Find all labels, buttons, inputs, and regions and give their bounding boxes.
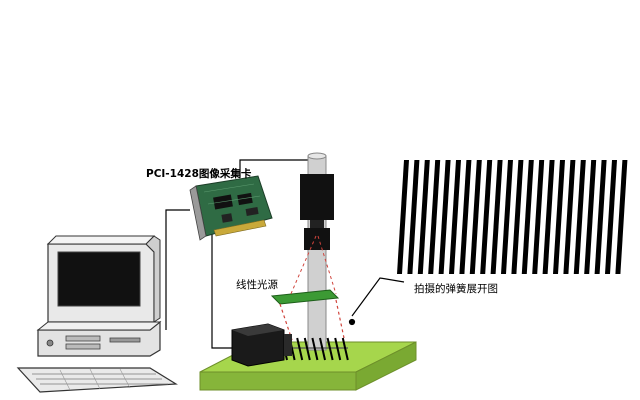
camera-icon bbox=[300, 174, 334, 250]
spring-image-stripe bbox=[532, 160, 545, 274]
spring-coil bbox=[311, 337, 319, 361]
spring-image-stripe bbox=[417, 160, 430, 274]
spring-image-stripe bbox=[573, 160, 586, 274]
line-light-icon bbox=[270, 235, 345, 341]
spring-image-stripe bbox=[553, 160, 565, 274]
spring-image-stripe bbox=[615, 160, 628, 274]
capture-card-icon bbox=[189, 175, 273, 241]
spring-image-stripe bbox=[469, 160, 482, 274]
computer-icon bbox=[16, 235, 178, 393]
spring-image-stripe bbox=[542, 160, 555, 274]
spring-coil bbox=[334, 337, 342, 361]
spring-image-label: 拍摄的弹簧展开图 bbox=[414, 283, 498, 295]
camera-icon bbox=[231, 323, 292, 367]
line-light-label: 线性光源 bbox=[236, 279, 278, 291]
spring-coil bbox=[341, 337, 349, 361]
spring-coil bbox=[326, 337, 334, 361]
spring-image-stripe bbox=[480, 160, 493, 274]
spring-image-stripe bbox=[490, 160, 503, 274]
spring-image-stripe bbox=[501, 160, 513, 274]
spring-image-stripe bbox=[521, 160, 534, 274]
spring-image-stripe bbox=[605, 160, 617, 274]
spring-image-stripe bbox=[563, 160, 576, 274]
spring-image-stripe bbox=[438, 160, 451, 274]
spring-coil bbox=[296, 337, 304, 361]
spring-image-stripe bbox=[428, 160, 441, 274]
spring-image-stripe bbox=[594, 160, 607, 274]
spring-image-stripe bbox=[397, 160, 409, 274]
spring-coil bbox=[319, 337, 326, 361]
spring-image-stripe bbox=[449, 160, 461, 274]
spring-image-stripe bbox=[407, 160, 420, 274]
spring-image-icon bbox=[396, 158, 628, 276]
spring-image-stripe bbox=[459, 160, 472, 274]
spring-image-stripe bbox=[511, 160, 524, 274]
spring-coil bbox=[303, 337, 311, 361]
spring-image-stripe bbox=[584, 160, 597, 274]
capture-card-label: PCI-1428图像采集卡 bbox=[146, 168, 252, 180]
